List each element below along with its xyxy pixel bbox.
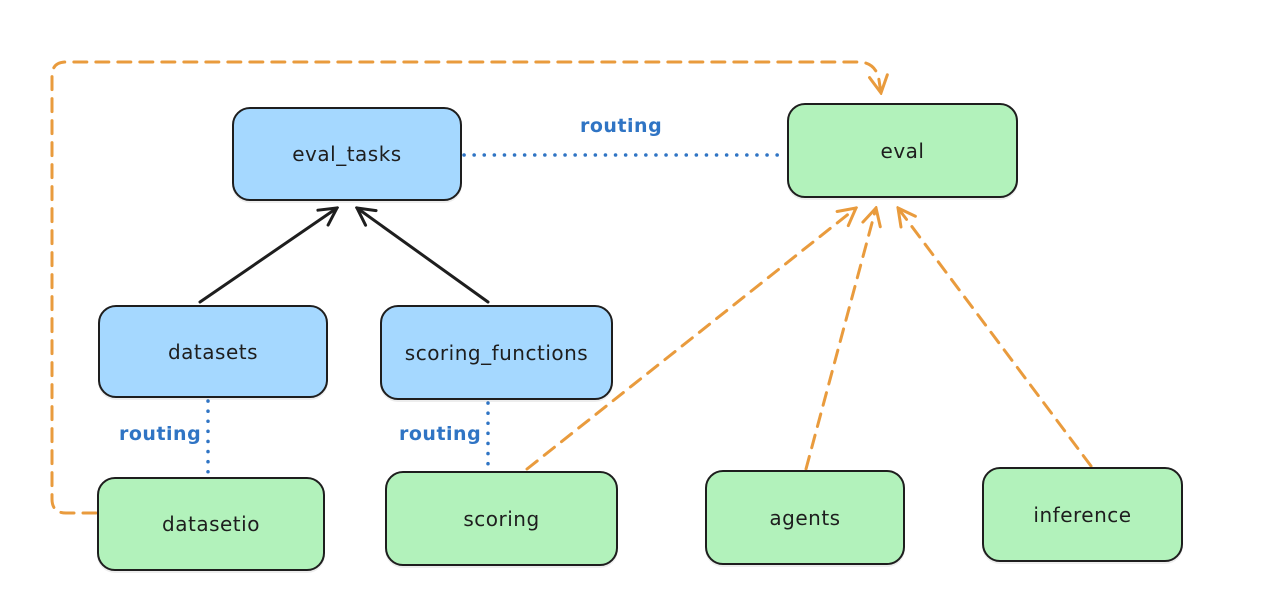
node-inference: inference [982, 467, 1183, 562]
node-datasets: datasets [98, 305, 328, 398]
edge-datasets-to-eval_tasks [198, 208, 337, 304]
edge-inference-to-eval [898, 208, 1093, 468]
edge-agents-to-eval [804, 208, 876, 471]
edge-label-routing-eval_tasks-eval: routing [580, 115, 663, 137]
node-agents: agents [705, 470, 905, 565]
node-scoring_functions: scoring_functions [380, 305, 613, 400]
node-eval: eval [787, 103, 1018, 198]
edge-datasetio-to-eval [50, 60, 881, 515]
edge-label-routing-scoringfns-scoring: routing [399, 423, 482, 445]
edge-scoring_functions-to-eval_tasks [357, 208, 490, 304]
node-datasetio: datasetio [97, 477, 325, 571]
edge-scoring-to-eval [525, 208, 856, 471]
node-scoring: scoring [385, 471, 618, 566]
edge-label-routing-datasets-datasetio: routing [119, 423, 202, 445]
node-eval_tasks: eval_tasks [232, 107, 462, 201]
